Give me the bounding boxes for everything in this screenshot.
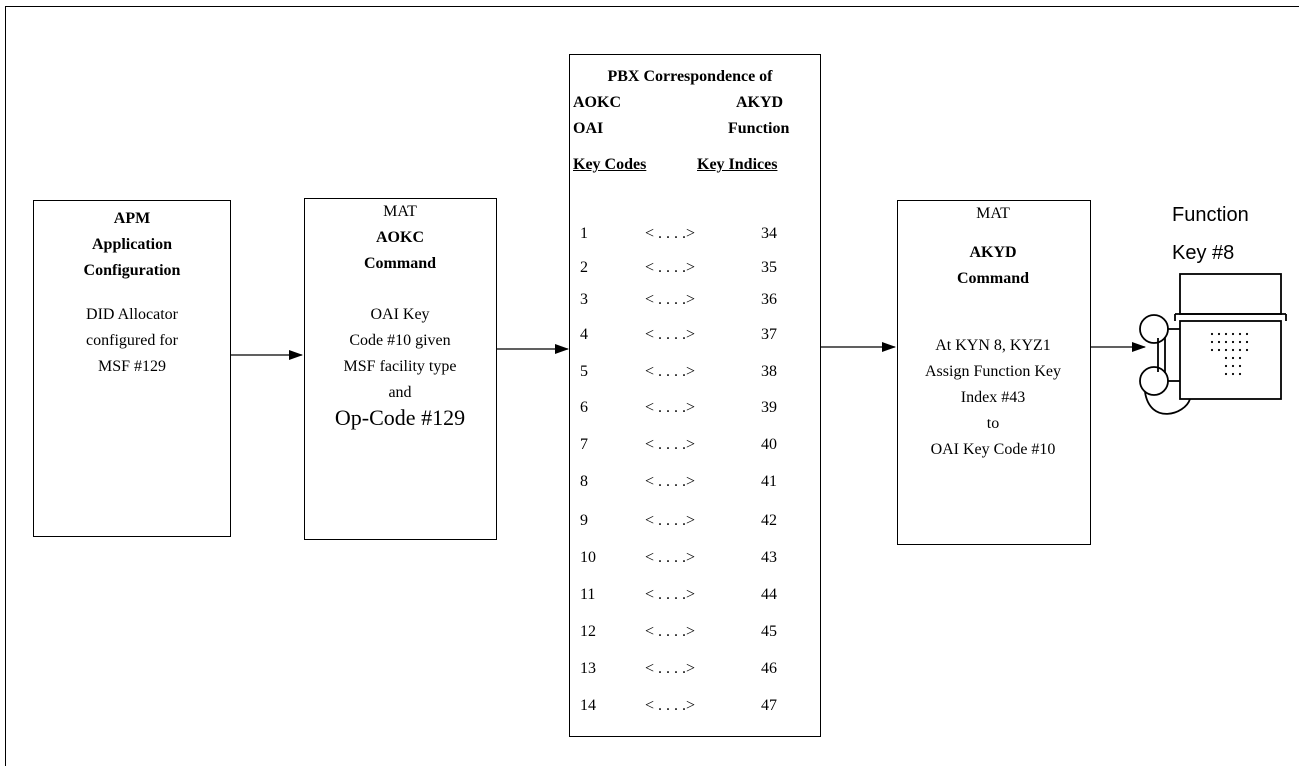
akyd-body-3: Index #43	[960, 389, 1026, 406]
table-row-correspondence-arrow: < . . . .>	[645, 697, 696, 714]
akyd-command-label: Command	[956, 270, 1030, 287]
table-row-key-index: 39	[761, 399, 777, 416]
table-row-correspondence-arrow: < . . . .>	[645, 549, 696, 566]
table-row-correspondence-arrow: < . . . .>	[645, 326, 696, 343]
table-row-correspondence-arrow: < . . . .>	[645, 399, 696, 416]
akyd-body-1: At KYN 8, KYZ1	[935, 337, 1051, 354]
table-row-key-index: 45	[761, 623, 777, 640]
table-right-head-3: Key Indices	[697, 156, 778, 173]
aokc-body-3: MSF facility type	[343, 358, 457, 375]
correspondence-table-box	[569, 54, 821, 737]
table-left-head-2: OAI	[573, 120, 604, 137]
table-row-correspondence-arrow: < . . . .>	[645, 660, 696, 677]
table-row-key-code: 1	[580, 225, 588, 242]
table-row-key-code: 8	[580, 473, 588, 490]
table-row-correspondence-arrow: < . . . .>	[645, 512, 696, 529]
aokc-body-1: OAI Key	[370, 306, 430, 323]
table-right-head-2: Function	[728, 120, 790, 137]
table-row-key-code: 6	[580, 399, 588, 416]
aokc-body-4: and	[388, 384, 412, 401]
table-row-key-index: 41	[761, 473, 777, 490]
aokc-title: AOKC	[376, 229, 424, 246]
table-row-key-code: 10	[580, 549, 596, 566]
table-row-key-index: 40	[761, 436, 777, 453]
table-row-key-index: 34	[761, 225, 777, 242]
apm-subtitle-1: Application	[91, 236, 173, 253]
table-row-key-code: 14	[580, 697, 596, 714]
apm-body-1: DID Allocator	[86, 306, 178, 323]
table-row-key-code: 11	[580, 586, 596, 603]
aokc-mat-label: MAT	[383, 203, 417, 220]
apm-body-2: configured for	[86, 332, 178, 349]
table-right-head-1: AKYD	[736, 94, 784, 111]
table-row-key-code: 12	[580, 623, 596, 640]
aokc-command-label: Command	[363, 255, 437, 272]
table-row-key-index: 46	[761, 660, 777, 677]
table-left-head-3: Key Codes	[573, 156, 647, 173]
table-row-key-code: 2	[580, 259, 588, 276]
table-row-key-index: 44	[761, 586, 777, 603]
table-row-key-index: 35	[761, 259, 777, 276]
table-row-key-code: 7	[580, 436, 588, 453]
table-row-key-index: 37	[761, 326, 777, 343]
apm-config-box	[33, 200, 231, 537]
akyd-mat-label: MAT	[976, 205, 1010, 222]
table-row-correspondence-arrow: < . . . .>	[645, 623, 696, 640]
akyd-body-4: to	[986, 415, 1000, 432]
table-row-key-index: 38	[761, 363, 777, 380]
apm-title: APM	[113, 210, 151, 227]
akyd-body-5: OAI Key Code #10	[930, 441, 1056, 458]
function-key-label-2: Key #8	[1172, 242, 1235, 264]
aokc-command-box	[304, 198, 497, 540]
apm-body-3: MSF #129	[97, 358, 167, 375]
table-row-key-code: 3	[580, 291, 588, 308]
table-left-head-1: AOKC	[573, 94, 621, 111]
table-row-correspondence-arrow: < . . . .>	[645, 291, 696, 308]
table-row-key-code: 5	[580, 363, 588, 380]
aokc-opcode: Op-Code #129	[334, 405, 466, 430]
table-row-correspondence-arrow: < . . . .>	[645, 363, 696, 380]
table-row-key-index: 43	[761, 549, 777, 566]
akyd-command-box	[897, 200, 1091, 545]
table-row-key-code: 4	[580, 326, 588, 343]
table-row-correspondence-arrow: < . . . .>	[645, 225, 696, 242]
apm-subtitle-2: Configuration	[83, 262, 181, 279]
table-row-correspondence-arrow: < . . . .>	[645, 259, 696, 276]
table-row-correspondence-arrow: < . . . .>	[645, 586, 696, 603]
table-row-key-index: 36	[761, 291, 777, 308]
akyd-title: AKYD	[969, 244, 1017, 261]
akyd-body-2: Assign Function Key	[925, 363, 1061, 380]
table-row-key-code: 13	[580, 660, 596, 677]
table-row-correspondence-arrow: < . . . .>	[645, 473, 696, 490]
table-title: PBX Correspondence of	[607, 68, 773, 85]
function-key-label-1: Function	[1172, 204, 1249, 226]
table-row-key-code: 9	[580, 512, 588, 529]
table-row-key-index: 42	[761, 512, 777, 529]
table-row-correspondence-arrow: < . . . .>	[645, 436, 696, 453]
telephone-icon	[1139, 273, 1287, 415]
table-row-key-index: 47	[761, 697, 777, 714]
page-frame	[5, 6, 1299, 766]
aokc-body-2: Code #10 given	[349, 332, 451, 349]
